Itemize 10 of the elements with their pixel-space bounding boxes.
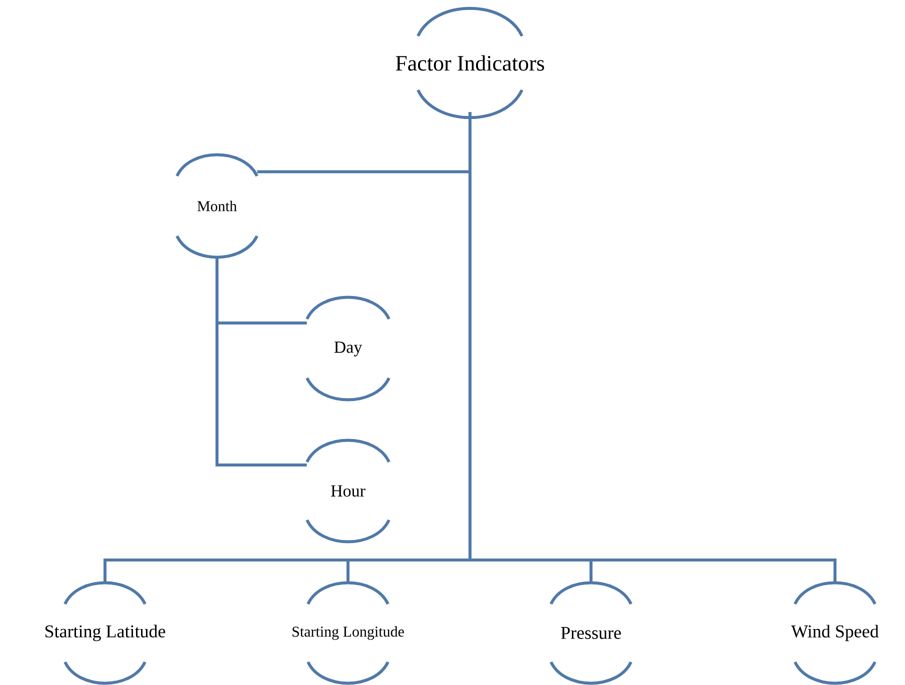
bracket-node: Starting Latitude: [45, 581, 166, 685]
connector-line: [468, 112, 836, 582]
connector-line: [216, 258, 307, 466]
bracket-node: Hour: [306, 438, 390, 544]
bracket-node: Wind Speed: [791, 581, 879, 685]
bracket-node: Factor Indicators: [396, 6, 544, 119]
bracket-node: Starting Longitude: [292, 581, 404, 685]
bracket-node: Pressure: [550, 581, 632, 685]
bracket-node: Day: [306, 296, 390, 402]
bracket-node: Month: [176, 153, 258, 259]
